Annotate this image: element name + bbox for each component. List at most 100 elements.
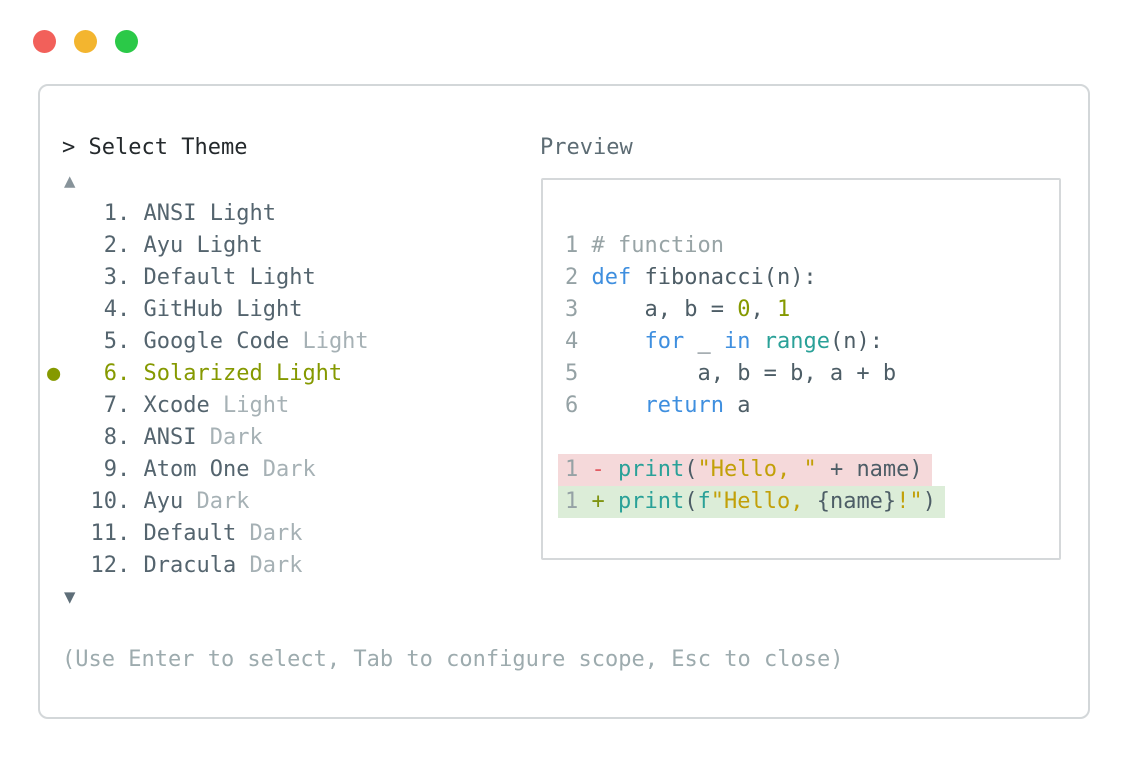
theme-item-separator: . — [117, 201, 144, 226]
code-token: + — [591, 489, 605, 514]
theme-item-name: Xcode — [143, 393, 210, 418]
code-token: fibonacci(n): — [631, 265, 817, 290]
code-token: return — [644, 393, 724, 418]
theme-item-variant: Light — [209, 393, 290, 418]
theme-list-item-1[interactable]: 1. ANSI Light — [47, 198, 369, 230]
theme-item-separator: . — [117, 361, 144, 386]
theme-list-item-10[interactable]: 10. Ayu Dark — [47, 486, 369, 518]
close-window-button[interactable] — [33, 30, 56, 53]
theme-item-separator: . — [117, 297, 144, 322]
code-token: ( — [684, 457, 698, 482]
code-token: 1 — [565, 457, 579, 482]
theme-item-name: Dracula — [143, 553, 237, 578]
theme-list-item-8[interactable]: 8. ANSI Dark — [47, 422, 369, 454]
diff-line-added: 1 + print(f"Hello, {name}!") — [558, 486, 945, 518]
code-token: - — [591, 457, 605, 482]
code-token — [578, 457, 591, 482]
code-token: 5 — [565, 361, 579, 386]
theme-item-variant: Dark — [196, 425, 263, 450]
theme-item-number: 10 — [90, 489, 118, 514]
code-token: , — [750, 297, 777, 322]
code-token: print — [618, 457, 685, 482]
code-token: 0 — [737, 297, 751, 322]
code-token: 2 — [565, 265, 579, 290]
theme-item-name: Ayu Light — [143, 233, 263, 258]
theme-item-number: 7 — [103, 393, 117, 418]
theme-item-number: 6 — [103, 361, 117, 386]
code-token: 4 — [565, 329, 579, 354]
theme-item-name: Google Code — [143, 329, 290, 354]
code-line — [565, 422, 1059, 454]
theme-item-number: 9 — [103, 457, 117, 482]
code-line: 5 a, b = b, a + b — [565, 358, 1059, 390]
theme-list-item-7[interactable]: 7. Xcode Light — [47, 390, 369, 422]
code-token — [750, 329, 763, 354]
code-token: range — [763, 329, 830, 354]
theme-list-item-2[interactable]: 2. Ayu Light — [47, 230, 369, 262]
scroll-down-icon[interactable]: ▼ — [64, 586, 76, 608]
preview-heading: Preview — [540, 135, 633, 160]
code-token: a, b = — [578, 297, 738, 322]
theme-list-item-11[interactable]: 11. Default Dark — [47, 518, 369, 550]
theme-item-variant: Light — [289, 329, 369, 354]
code-token — [578, 489, 591, 514]
theme-item-variant: Dark — [249, 457, 316, 482]
theme-item-separator: . — [117, 265, 144, 290]
code-token: (n): — [829, 329, 883, 354]
code-token: in — [723, 329, 751, 354]
theme-list-item-12[interactable]: 12. Dracula Dark — [47, 550, 369, 582]
code-token: {name} — [816, 489, 897, 514]
code-token: "Hello, — [710, 489, 817, 514]
prompt-caret: > — [62, 135, 76, 160]
code-token: ( — [684, 489, 698, 514]
theme-item-name: ANSI Light — [143, 201, 276, 226]
theme-item-name: ANSI — [143, 425, 197, 450]
theme-item-variant: Dark — [236, 553, 303, 578]
diff-line-removed: 1 - print("Hello, " + name) — [558, 454, 932, 486]
theme-search-prompt[interactable]: > Select Theme — [62, 132, 247, 164]
code-token — [578, 265, 591, 290]
code-token — [605, 457, 618, 482]
theme-item-name: Solarized Light — [143, 361, 343, 386]
theme-item-name: Default Light — [143, 265, 316, 290]
theme-list-item-6[interactable]: ●6. Solarized Light — [47, 358, 369, 390]
page-title: Select Theme — [88, 135, 248, 160]
code-token: a, b = b, a + b — [578, 361, 897, 386]
theme-item-name: Default — [143, 521, 237, 546]
code-token: _ — [684, 329, 724, 354]
theme-item-number: 1 — [103, 201, 117, 226]
code-token: 3 — [565, 297, 579, 322]
theme-item-separator: . — [117, 425, 144, 450]
theme-item-name: Atom One — [143, 457, 250, 482]
theme-item-number: 2 — [103, 233, 117, 258]
theme-item-variant: Dark — [236, 521, 303, 546]
theme-list-item-5[interactable]: 5. Google Code Light — [47, 326, 369, 358]
code-line: 6 return a — [565, 390, 1059, 422]
theme-list-item-4[interactable]: 4. GitHub Light — [47, 294, 369, 326]
code-token: a — [723, 393, 751, 418]
code-token: 1 — [776, 297, 791, 322]
theme-list-item-9[interactable]: 9. Atom One Dark — [47, 454, 369, 486]
code-token: 6 — [565, 393, 579, 418]
theme-item-separator: . — [117, 329, 144, 354]
zoom-window-button[interactable] — [115, 30, 138, 53]
theme-item-number: 8 — [103, 425, 117, 450]
code-token: 1 — [565, 233, 579, 258]
code-token — [578, 393, 644, 418]
theme-list-item-3[interactable]: 3. Default Light — [47, 262, 369, 294]
window-controls — [33, 30, 138, 53]
theme-item-name: Ayu — [143, 489, 184, 514]
code-token: # function — [591, 233, 724, 258]
code-token — [605, 489, 618, 514]
theme-item-name: GitHub Light — [143, 297, 303, 322]
code-token: ) — [922, 489, 936, 514]
scroll-up-icon[interactable]: ▲ — [64, 170, 76, 192]
minimize-window-button[interactable] — [74, 30, 97, 53]
prompt-spacer — [75, 135, 88, 160]
code-line: 3 a, b = 0, 1 — [565, 294, 1059, 326]
theme-item-number: 12 — [90, 553, 118, 578]
code-line: 2 def fibonacci(n): — [565, 262, 1059, 294]
